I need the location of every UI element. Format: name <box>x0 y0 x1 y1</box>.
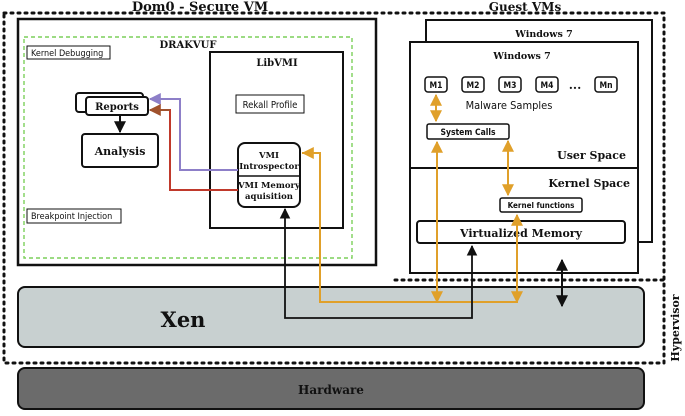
sample-label: M4 <box>541 81 554 91</box>
system-calls-box <box>426 123 510 140</box>
system-calls-label: System Calls <box>440 128 496 138</box>
hardware-label: Hardware <box>298 383 364 397</box>
breakpoint-injection-label-box <box>26 208 122 224</box>
kernel-functions-box <box>499 197 583 213</box>
xen-bar <box>17 286 645 348</box>
dotted-outer-border <box>2 11 666 365</box>
drakvuf-box <box>23 36 353 259</box>
vmi-introspector-line2: Introspector <box>239 162 299 172</box>
sample-chip <box>498 76 522 93</box>
vmi-memory-line1: VMI Memory <box>237 181 301 191</box>
breakpoint-injection-label: Breakpoint Injection <box>31 212 112 222</box>
kernel-functions-label: Kernel functions <box>508 201 575 210</box>
vmi-introspector-box <box>237 142 301 208</box>
reports-box <box>85 96 149 116</box>
introspector-to-reports-arrow <box>148 93 238 171</box>
vmi-introspector-line1: VMI <box>258 151 279 161</box>
kernel-debugging-label: Kernel Debugging <box>31 49 103 59</box>
user-space-label: User Space <box>557 149 626 162</box>
malware-samples-label: Malware Samples <box>466 99 553 112</box>
sample-label: M1 <box>430 81 443 91</box>
memory-acquisition-black-path <box>279 207 478 319</box>
malware-samples-group: M1 M2 M3 M4 ... Mn <box>424 76 618 93</box>
sample-label: M2 <box>467 81 480 91</box>
vmi-memory-line2: aquisition <box>245 192 293 202</box>
dom0-title: Dom0 - Secure VM <box>132 0 268 15</box>
hypervisor-label: Hypervisor <box>669 294 682 361</box>
drakvuf-title: DRAKVUF <box>159 40 216 51</box>
sample-chip <box>424 76 448 93</box>
analysis-label: Analysis <box>94 145 146 158</box>
windows-front-title: Windows 7 <box>492 51 550 62</box>
kernel-space-label: Kernel Space <box>548 177 630 190</box>
xen-label: Xen <box>161 307 206 332</box>
reports-label: Reports <box>95 102 139 113</box>
analysis-box <box>81 133 159 168</box>
rekall-profile-box <box>235 94 305 114</box>
kernel-debugging-label-box <box>26 45 111 60</box>
samples-ellipsis: ... <box>569 78 582 92</box>
hardware-bar <box>17 367 645 410</box>
sample-label: Mn <box>599 81 612 91</box>
guest-vms-title: Guest VMs <box>489 0 562 14</box>
sample-chip <box>535 76 559 93</box>
virtualized-memory-label: Virtualized Memory <box>459 227 583 240</box>
sample-chip <box>594 76 618 93</box>
libvmi-title: LibVMI <box>256 58 298 69</box>
rekall-profile-label: Rekall Profile <box>243 100 298 111</box>
windows-back-title: Windows 7 <box>514 29 572 40</box>
sample-chip <box>461 76 485 93</box>
sample-label: M3 <box>504 81 517 91</box>
